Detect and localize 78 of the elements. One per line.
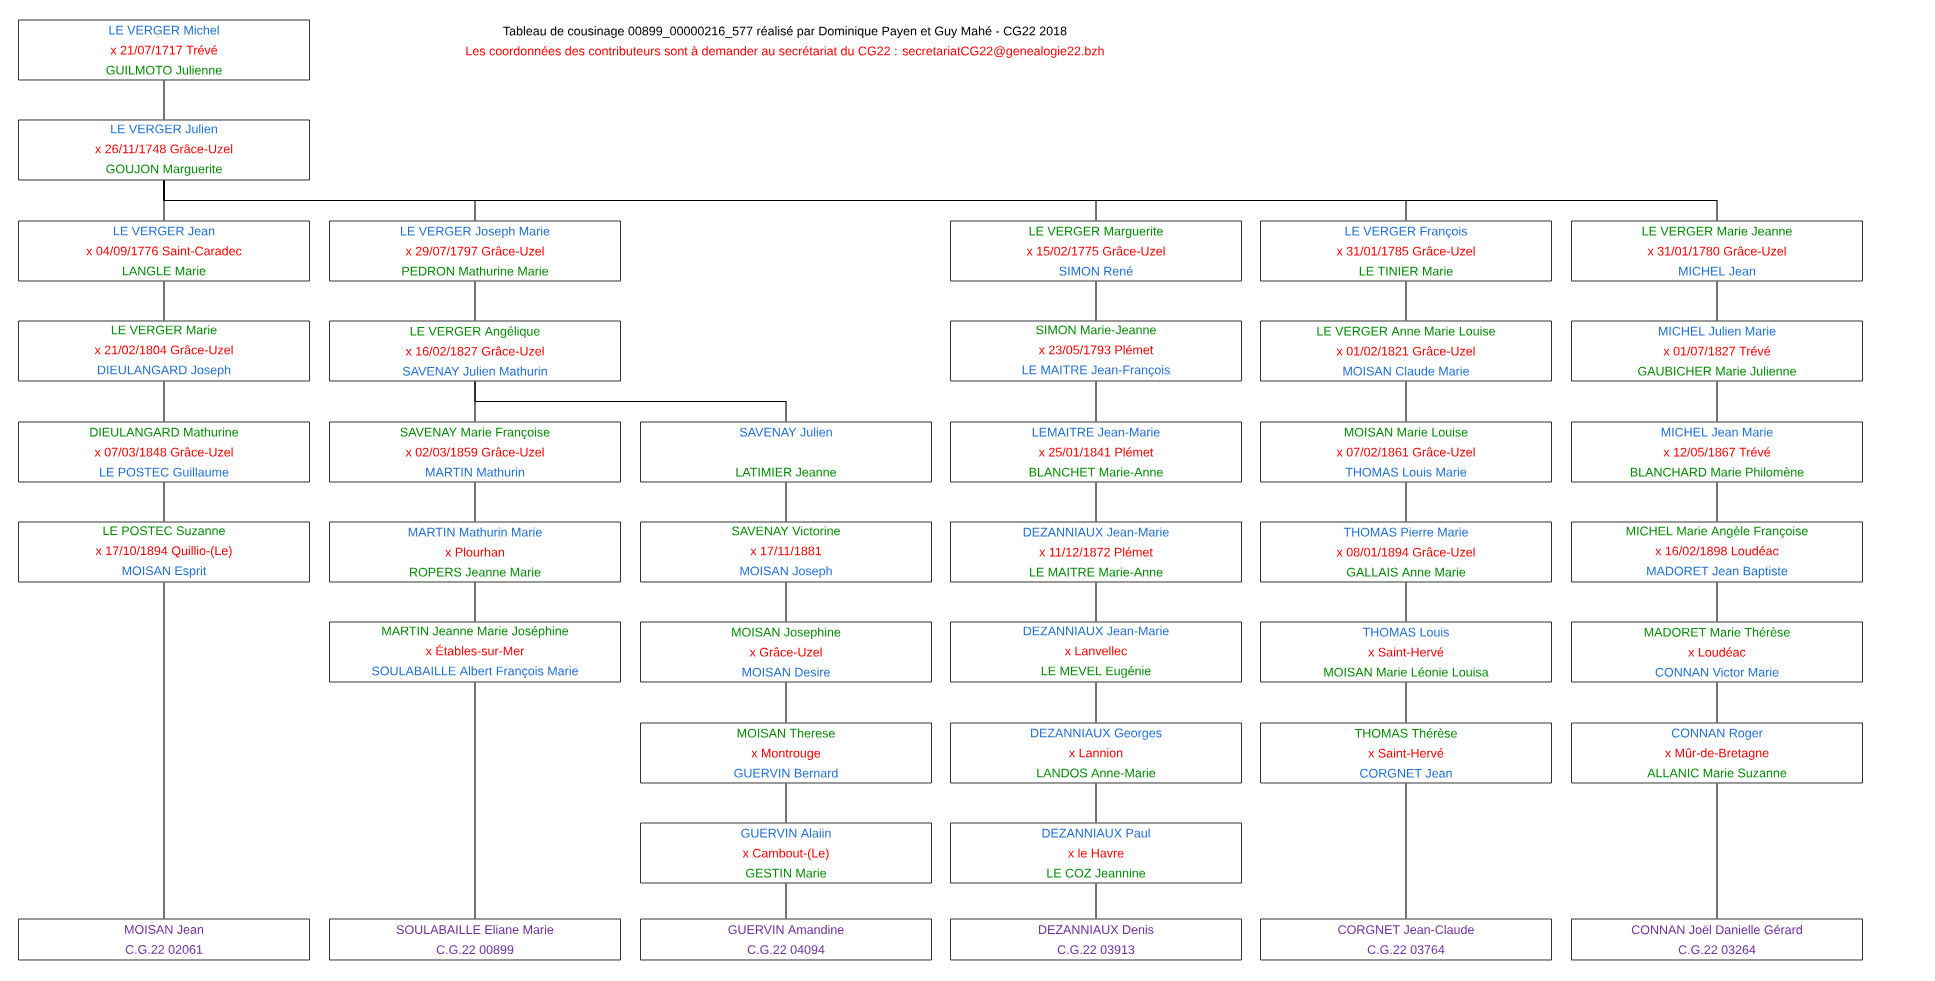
person-box: THOMAS Louis x Saint-Hervé MOISAN Marie Léonie Louisa [1260,621,1552,683]
person-box: LE VERGER Marie x 21/02/1804 Grâce-Uzel DIEULANGARD Joseph [18,320,310,382]
person-box: DEZANNIAUX Jean-Marie x Lanvellec LE MEVEL Eugénie [950,621,1242,683]
connector-line [474,581,476,623]
connector-line [1716,581,1718,623]
connector-line [474,380,787,423]
person-box: DEZANNIAUX Paul x le Havre LE COZ Jeannine [950,822,1242,884]
person-box: SAVENAY Marie Françoise x 02/03/1859 Grâce-Uzel MARTIN Mathurin [329,421,621,483]
person-box: LE VERGER Angélique x 16/02/1827 Grâce-Uzel SAVENAY Julien Mathurin [329,320,621,382]
connector-line [1405,681,1407,724]
person-box: LE VERGER François x 31/01/1785 Grâce-Uzel LE TINIER Marie [1260,220,1552,282]
connector-line [1095,681,1097,724]
connector-line [474,481,476,523]
connector-line [1405,380,1407,423]
person-box: SAVENAY Victorine x 17/11/1881 MOISAN Joseph [640,521,932,583]
connector-line [1095,380,1097,423]
connector-line [785,681,787,724]
person-box: THOMAS Thérèse x Saint-Hervé CORGNET Jean [1260,722,1552,784]
connector-line [1716,782,1718,920]
connector-line [1405,280,1407,322]
connector-line [163,481,165,523]
connector-line [163,581,165,920]
connector-line [1716,481,1718,523]
person-box: GUERVIN Alaiin x Cambout-(Le) GESTIN Marie [640,822,932,884]
connector-line [1716,380,1718,423]
person-box: MOISAN Jean C.G.22 02061 [18,918,310,961]
person-box: MARTIN Jeanne Marie Joséphine x Étables-sur-Mer SOULABAILLE Albert François Marie [329,621,621,683]
person-box: MOISAN Marie Louise x 07/02/1861 Grâce-Uzel THOMAS Louis Marie [1260,421,1552,483]
connector-line [1405,481,1407,523]
connector-line [785,882,787,920]
person-box: MICHEL Julien Marie x 01/07/1827 Trévé GAUBICHER Marie Julienne [1571,320,1863,382]
person-box: LEMAITRE Jean-Marie x 25/01/1841 Plémet BLANCHET Marie-Anne [950,421,1242,483]
person-box: MARTIN Mathurin Marie x Plourhan ROPERS Jeanne Marie [329,521,621,583]
person-box: CONNAN Roger x Mûr-de-Bretagne ALLANIC Marie Suzanne [1571,722,1863,784]
connector-line [163,280,165,322]
person-box: LE VERGER Julien x 26/11/1748 Grâce-Uzel GOUJON Marguerite [18,119,310,181]
connector-line [1405,782,1407,920]
person-box: LE VERGER Marguerite x 15/02/1775 Grâce-Uzel SIMON René [950,220,1242,282]
person-box: LE VERGER Anne Marie Louise x 01/02/1821 Grâce-Uzel MOISAN Claude Marie [1260,320,1552,382]
connector-line [1095,882,1097,920]
person-box: GUERVIN Amandine C.G.22 04094 [640,918,932,961]
connector-line [163,179,1718,222]
person-box: CONNAN Joël Danielle Gérard C.G.22 03264 [1571,918,1863,961]
person-box: LE VERGER Joseph Marie x 29/07/1797 Grâce-Uzel PEDRON Mathurine Marie [329,220,621,282]
connector-line [1095,280,1097,322]
person-box: CORGNET Jean-Claude C.G.22 03764 [1260,918,1552,961]
connector-line [1716,280,1718,322]
person-box: SAVENAY Julien LATIMIER Jeanne [640,421,932,483]
person-box: MICHEL Jean Marie x 12/05/1867 Trévé BLANCHARD Marie Philomène [1571,421,1863,483]
person-box: LE VERGER Marie Jeanne x 31/01/1780 Grâce-Uzel MICHEL Jean [1571,220,1863,282]
connector-line [785,581,787,623]
person-box: MOISAN Josephine x Grâce-Uzel MOISAN Desire [640,621,932,683]
note-text: Les coordonnées des contributeurs sont à demander au secrétariat du CG22 : secretariatCG22@genealogie22.bzh [466,46,1104,58]
person-box: DEZANNIAUX Denis C.G.22 03913 [950,918,1242,961]
connector-line [785,481,787,523]
person-box: DIEULANGARD Mathurine x 07/03/1848 Grâce-Uzel LE POSTEC Guillaume [18,421,310,483]
connector-line [1095,481,1097,523]
connector-line [1405,581,1407,623]
person-box: SIMON Marie-Jeanne x 23/05/1793 Plémet LE MAITRE Jean-François [950,320,1242,382]
person-box: LE VERGER Jean x 04/09/1776 Saint-Caradec LANGLE Marie [18,220,310,282]
connector-line [163,79,165,121]
title-text: Tableau de cousinage 00899_00000216_577 réalisé par Dominique Payen et Guy Mahé - CG22 2018 [503,26,1067,38]
connector-line [1716,681,1718,724]
person-box: MADORET Marie Thérèse x Loudéac CONNAN Victor Marie [1571,621,1863,683]
person-box: MICHEL Marie Angèle Françoise x 16/02/1898 Loudéac MADORET Jean Baptiste [1571,521,1863,583]
person-box: LE VERGER Michel x 21/07/1717 Trévé GUILMOTO Julienne [18,19,310,81]
connector-line [1095,782,1097,824]
person-box: LE POSTEC Suzanne x 17/10/1894 Quillio-(Le) MOISAN Esprit [18,521,310,583]
person-box: SOULABAILLE Eliane Marie C.G.22 00899 [329,918,621,961]
connector-line [1095,581,1097,623]
connector-line [785,782,787,824]
person-box: DEZANNIAUX Georges x Lannion LANDOS Anne-Marie [950,722,1242,784]
connector-line [163,380,165,423]
person-box: MOISAN Therese x Montrouge GUERVIN Bernard [640,722,932,784]
connector-line [474,681,476,920]
person-box: DEZANNIAUX Jean-Marie x 11/12/1872 Plémet LE MAITRE Marie-Anne [950,521,1242,583]
person-box: THOMAS Pierre Marie x 08/01/1894 Grâce-Uzel GALLAIS Anne Marie [1260,521,1552,583]
connector-line [474,280,476,322]
